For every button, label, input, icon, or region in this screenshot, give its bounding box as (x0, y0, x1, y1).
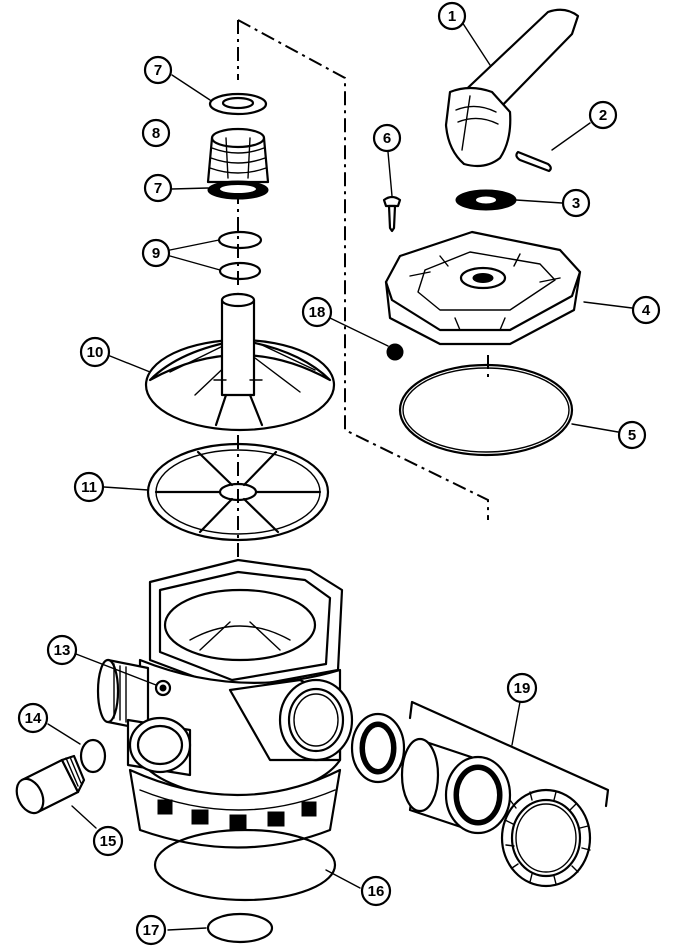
callouts: 1 2 3 4 5 6 7 7 8 9 10 11 13 14 15 16 17… (17, 1, 661, 946)
callout-13: 13 (46, 634, 78, 666)
callout-7-lower: 7 (143, 173, 173, 203)
callout-2-label: 2 (599, 107, 607, 124)
callout-5: 5 (617, 420, 647, 450)
callout-14-label: 14 (25, 710, 42, 727)
callout-17-label: 17 (143, 922, 160, 939)
upper-seal-part (208, 92, 268, 116)
threaded-bushing-part (206, 127, 270, 184)
callout-11: 11 (73, 471, 105, 503)
callout-19: 19 (506, 672, 538, 704)
callout-9-label: 9 (152, 245, 160, 262)
screw-part (382, 195, 402, 233)
callout-4-label: 4 (642, 302, 651, 319)
callout-14: 14 (17, 702, 49, 734)
lower-seal-part (207, 180, 269, 200)
callout-3-label: 3 (572, 195, 580, 212)
callout-15: 15 (92, 825, 124, 857)
base-o-ring-part (153, 828, 337, 902)
callout-7-upper: 7 (143, 55, 173, 85)
callout-8-label: 8 (152, 125, 160, 142)
pin-part (515, 150, 552, 173)
spider-gasket-part (146, 442, 330, 542)
callout-7-upper-label: 7 (154, 62, 162, 79)
cover-o-ring-part (398, 363, 574, 457)
callout-11-label: 11 (81, 479, 97, 496)
callout-1: 1 (437, 1, 467, 31)
callout-16-label: 16 (368, 883, 385, 900)
callout-8: 8 (141, 118, 171, 148)
callout-3: 3 (561, 188, 591, 218)
callout-4: 4 (631, 295, 661, 325)
bottom-o-ring-part (206, 912, 274, 944)
callout-1-label: 1 (448, 8, 456, 25)
ball-part (386, 343, 404, 361)
leader-lines (47, 21, 633, 931)
callout-15-label: 15 (100, 833, 117, 850)
callout-16: 16 (360, 875, 392, 907)
callout-7-lower-label: 7 (154, 180, 162, 197)
callout-19-label: 19 (514, 680, 531, 697)
callout-5-label: 5 (628, 427, 636, 444)
drain-plug-part (15, 754, 86, 815)
callout-17: 17 (135, 914, 167, 946)
callout-18: 18 (301, 296, 333, 328)
handle-part (444, 8, 580, 168)
callout-10-label: 10 (87, 344, 104, 361)
valve-body-part (96, 558, 354, 849)
washer-part (455, 189, 517, 211)
callout-18-label: 18 (309, 304, 326, 321)
union-fittings-part (350, 700, 610, 888)
small-o-rings-part (217, 230, 263, 281)
plug-o-ring-part (79, 738, 107, 774)
callout-10: 10 (79, 336, 111, 368)
valve-cover-part (384, 230, 582, 346)
callout-2: 2 (588, 100, 618, 130)
callout-6-label: 6 (383, 130, 391, 147)
callout-13-label: 13 (54, 642, 71, 659)
callout-9: 9 (141, 238, 171, 268)
rotor-part (144, 292, 336, 432)
callout-6: 6 (372, 123, 402, 153)
